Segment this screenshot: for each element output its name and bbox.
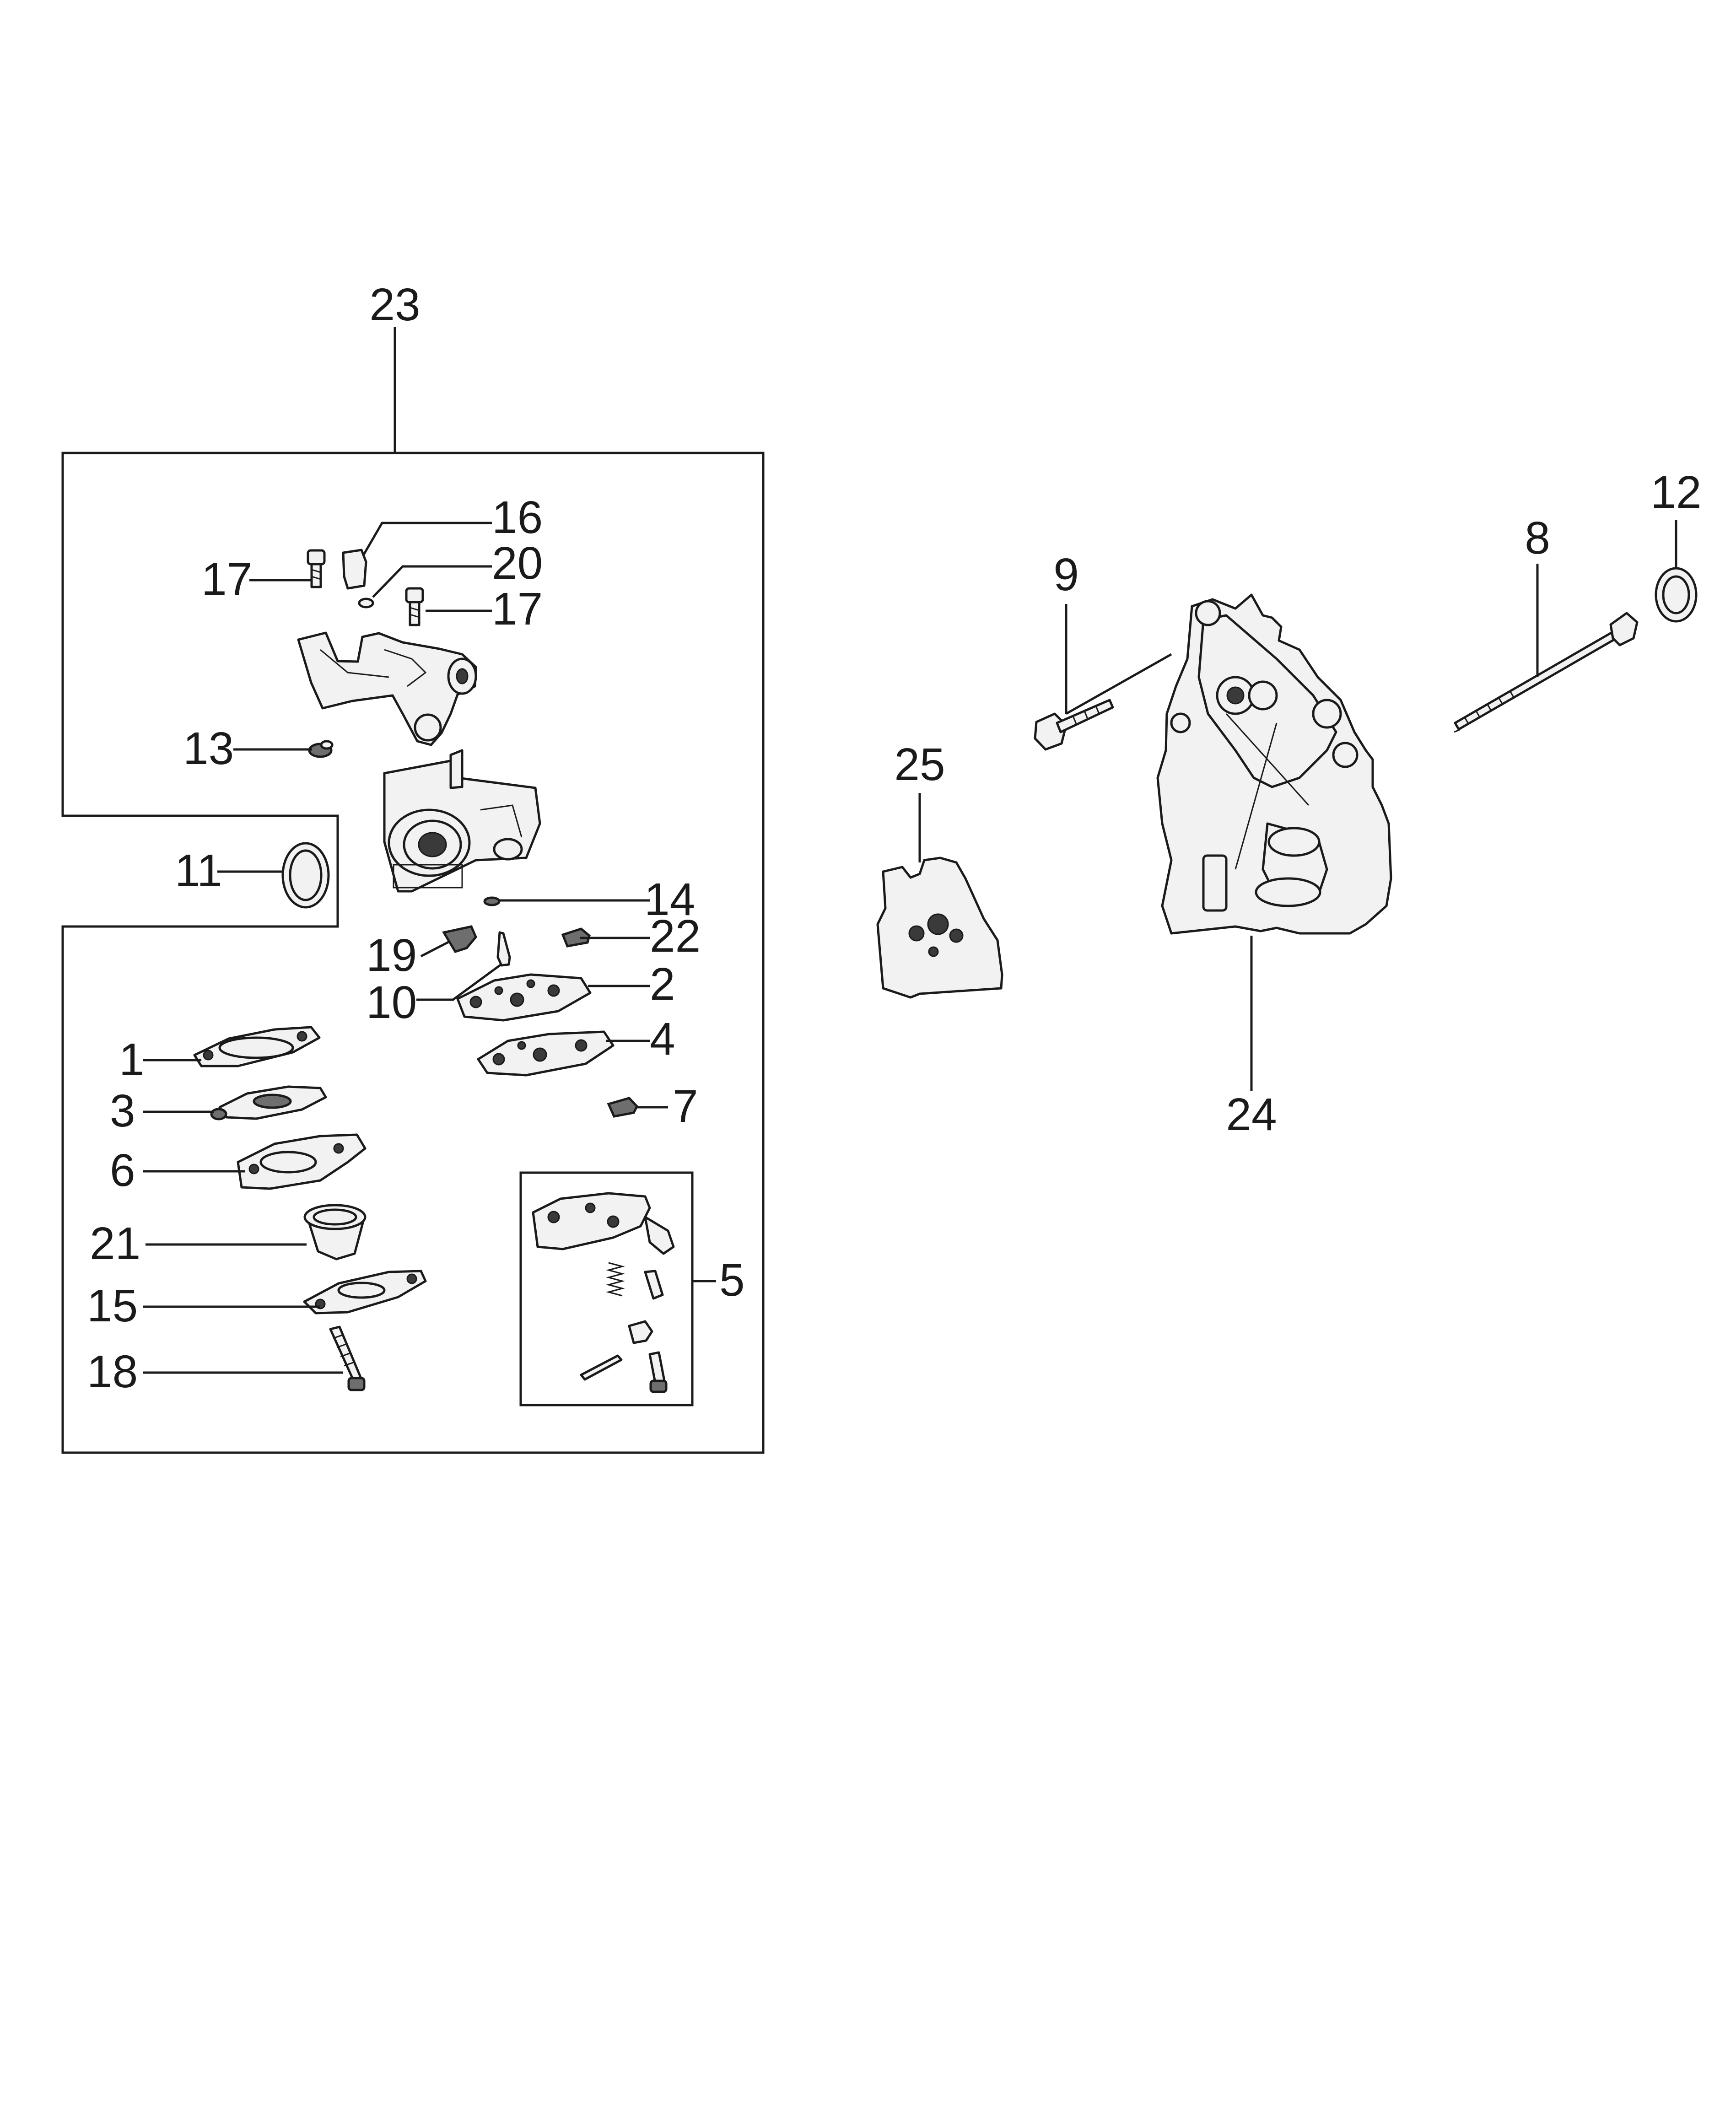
kit-5-body bbox=[532, 1192, 675, 1255]
carburetor-main-body bbox=[383, 749, 541, 893]
callout-19: 19 bbox=[366, 930, 417, 981]
o-ring-20 bbox=[358, 598, 374, 609]
callout-21: 21 bbox=[90, 1218, 140, 1269]
block-7 bbox=[607, 1097, 639, 1118]
screw-17-right bbox=[405, 587, 424, 626]
callout-20: 20 bbox=[492, 538, 543, 589]
callout-14: 14 bbox=[644, 874, 695, 925]
plate-25 bbox=[876, 857, 1003, 999]
pump-cover-6 bbox=[237, 1133, 367, 1190]
callout-17-right: 17 bbox=[492, 583, 543, 635]
callout-5: 5 bbox=[719, 1255, 745, 1306]
kit-5-pin bbox=[580, 1354, 623, 1381]
callout-13: 13 bbox=[183, 723, 234, 774]
spring-13 bbox=[308, 740, 334, 758]
kit-5-frame bbox=[519, 1171, 694, 1406]
callout-12: 12 bbox=[1650, 467, 1701, 518]
group-23-frame bbox=[61, 452, 765, 1454]
cover-plate-15 bbox=[303, 1270, 427, 1314]
bolt-9 bbox=[1034, 699, 1114, 751]
callout-11: 11 bbox=[175, 845, 222, 896]
callout-16: 16 bbox=[492, 492, 543, 543]
callout-24: 24 bbox=[1226, 1089, 1277, 1140]
callout-8: 8 bbox=[1525, 512, 1550, 564]
kit-5-spring bbox=[606, 1262, 625, 1297]
callout-22: 22 bbox=[650, 910, 701, 962]
gasket-11 bbox=[281, 842, 330, 909]
screw-18 bbox=[329, 1325, 366, 1391]
washer-12 bbox=[1655, 567, 1698, 623]
needle-10 bbox=[496, 931, 511, 967]
screw-17-left bbox=[307, 549, 326, 588]
callout-25: 25 bbox=[894, 739, 945, 790]
manifold-24 bbox=[1156, 593, 1392, 935]
callout-18: 18 bbox=[87, 1346, 138, 1397]
gasket-1 bbox=[193, 1026, 321, 1067]
callout-10: 10 bbox=[366, 977, 417, 1028]
leader-lines bbox=[143, 520, 1677, 1374]
callout-1: 1 bbox=[119, 1034, 145, 1085]
long-bolt-8 bbox=[1454, 612, 1639, 733]
callout-3: 3 bbox=[110, 1085, 135, 1137]
callout-7: 7 bbox=[673, 1081, 698, 1132]
kit-5-screw bbox=[648, 1351, 668, 1393]
primer-bulb-21 bbox=[303, 1204, 367, 1261]
diaphragm-4 bbox=[477, 1030, 615, 1077]
kit-5-lever bbox=[628, 1320, 653, 1344]
callout-9: 9 bbox=[1053, 549, 1079, 600]
callout-4: 4 bbox=[650, 1013, 675, 1065]
callout-23: 23 bbox=[369, 279, 420, 330]
carburetor-top-body bbox=[297, 631, 477, 746]
callout-6: 6 bbox=[110, 1145, 135, 1196]
fitting-19 bbox=[442, 925, 477, 953]
o-ring-14 bbox=[483, 896, 501, 906]
diaphragm-3 bbox=[210, 1085, 327, 1121]
gasket-2 bbox=[456, 973, 592, 1022]
callout-15: 15 bbox=[87, 1280, 138, 1331]
callout-17-left: 17 bbox=[201, 554, 252, 605]
kit-5-needle bbox=[644, 1270, 664, 1300]
plug-16 bbox=[342, 549, 367, 590]
callout-2: 2 bbox=[650, 959, 675, 1010]
